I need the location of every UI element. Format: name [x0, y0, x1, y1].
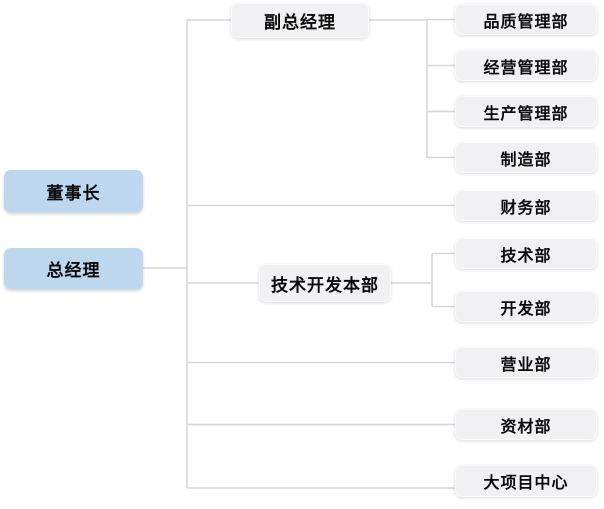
- node-manufacturing-dept[interactable]: 制造部: [455, 142, 597, 173]
- deputy-gm-branch-lines: [187, 18, 455, 159]
- node-technology-dept[interactable]: 技术部: [455, 238, 597, 269]
- node-chairman[interactable]: 董事长: [4, 170, 143, 212]
- node-development-dept[interactable]: 开发部: [455, 291, 597, 322]
- tech-dev-branch-lines: [187, 252, 455, 308]
- node-sales-dept[interactable]: 营业部: [455, 347, 597, 378]
- node-materials-dept[interactable]: 资材部: [455, 409, 597, 440]
- node-general-manager[interactable]: 总经理: [4, 248, 143, 289]
- node-deputy-general-manager[interactable]: 副总经理: [231, 3, 369, 38]
- trunk-line: [143, 20, 188, 488]
- node-finance-dept[interactable]: 财务部: [455, 190, 597, 221]
- node-major-project-center[interactable]: 大项目中心: [455, 465, 597, 497]
- direct-branch-lines: [187, 204, 455, 489]
- node-quality-management-dept[interactable]: 品质管理部: [455, 4, 597, 35]
- node-tech-development-hq[interactable]: 技术开发本部: [259, 264, 391, 302]
- node-production-management-dept[interactable]: 生产管理部: [455, 96, 597, 127]
- node-operation-management-dept[interactable]: 经营管理部: [455, 50, 597, 81]
